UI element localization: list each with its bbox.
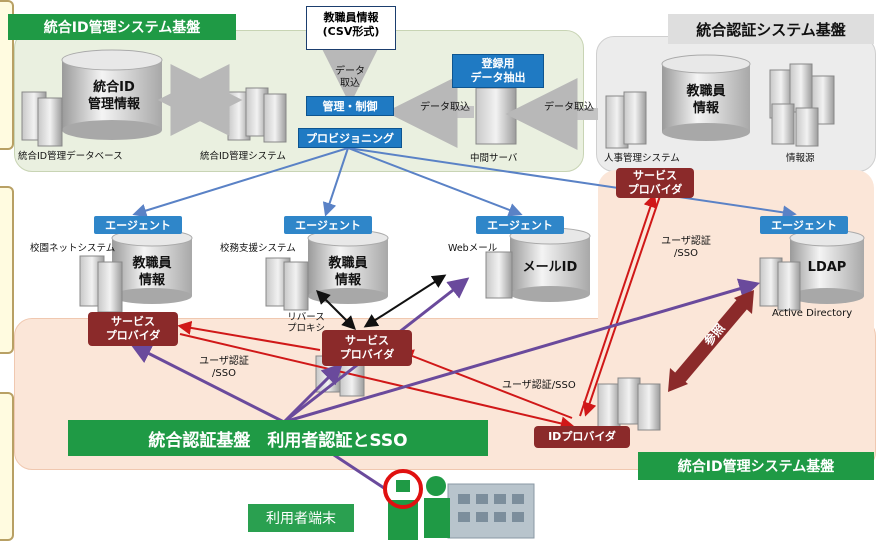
left-band-bottom xyxy=(0,392,14,541)
id-provider: IDプロバイダ xyxy=(534,426,630,448)
data-import-label-3: データ取込 xyxy=(544,102,594,113)
user-auth-label-center: ユーザ認証/SSO xyxy=(502,380,576,391)
db-cylinder-staff-top xyxy=(661,54,751,141)
proxy-arrows xyxy=(316,274,447,330)
intermediate-server-caption: 中間サーバ xyxy=(470,153,518,164)
server-agent2 xyxy=(265,257,309,311)
user-auth-label-right: ユーザ認証 /SSO xyxy=(661,236,711,259)
data-import-label-2: データ取込 xyxy=(420,102,470,113)
user-terminal-illustration xyxy=(383,469,535,540)
id-mgmt-header: 統合ID管理システム基盤 xyxy=(8,14,236,40)
data-import-label-1: データ 取込 xyxy=(335,66,365,89)
left-band-middle xyxy=(0,186,14,354)
user-auth-label-left: ユーザ認証 /SSO xyxy=(199,356,249,379)
server-agent1 xyxy=(79,255,123,313)
agent-badge-3: エージェント xyxy=(476,216,564,234)
user-arrows xyxy=(130,277,761,490)
hr-system-caption: 人事管理システム xyxy=(604,153,680,164)
reverse-proxy-caption: リバース プロキシ xyxy=(286,312,325,335)
auth-system-header: 統合認証システム基盤 xyxy=(668,14,874,44)
db-cylinder-agent1 xyxy=(111,229,193,304)
db-agent2-label: 教職員 情報 xyxy=(328,256,368,288)
ldap-label: LDAP xyxy=(807,260,847,275)
server-agent3 xyxy=(485,251,513,299)
campus-net-caption: 校園ネットシステム xyxy=(30,243,116,254)
user-terminal-label: 利用者端末 xyxy=(248,504,354,532)
csv-document: 教職員情報 (CSV形式) xyxy=(306,6,396,50)
db-cylinder-id xyxy=(61,49,163,140)
server-ldap xyxy=(759,257,801,311)
agent-badge-1: エージェント xyxy=(94,216,182,234)
server-id-db xyxy=(21,91,63,147)
service-provider-top: サービス プロバイダ xyxy=(616,168,694,198)
info-source-caption: 情報源 xyxy=(786,153,815,164)
db-staff-top-label: 教職員 情報 xyxy=(686,84,726,116)
provisioning-arrows xyxy=(132,147,797,220)
control-box: 管理・制御 xyxy=(306,96,394,116)
db-agent1-label: 教職員 情報 xyxy=(132,256,172,288)
service-provider-center: サービス プロバイダ xyxy=(322,330,412,366)
server-info-source xyxy=(769,63,835,147)
reference-arrow xyxy=(668,290,754,392)
register-extract-box: 登録用 データ抽出 xyxy=(452,54,544,88)
db-id-info-label: 統合ID 管理情報 xyxy=(87,80,140,112)
provisioning-box: プロビジョニング xyxy=(298,128,402,148)
service-provider-left: サービス プロバイダ xyxy=(88,312,178,346)
server-id-system xyxy=(227,87,287,143)
id-db-caption: 統合ID管理データベース xyxy=(18,151,123,162)
agent-badge-4: エージェント xyxy=(760,216,848,234)
db-agent3-label: メールID xyxy=(522,260,578,275)
sso-arrows xyxy=(177,193,661,431)
db-cylinder-agent3 xyxy=(509,227,591,302)
id-system-caption: 統合ID管理システム xyxy=(200,151,286,162)
webmail-caption: Webメール xyxy=(448,243,498,254)
server-intermediate xyxy=(475,87,517,145)
campus-support-caption: 校務支援システム xyxy=(220,243,296,254)
agent-badge-2: エージェント xyxy=(284,216,372,234)
auth-sso-banner: 統合認証基盤 利用者認証とSSO xyxy=(68,420,488,456)
id-mgmt-footer-header: 統合ID管理システム基盤 xyxy=(638,452,874,480)
active-directory-caption: Active Directory xyxy=(772,308,853,319)
server-hr xyxy=(605,91,647,149)
server-idp xyxy=(597,377,661,431)
